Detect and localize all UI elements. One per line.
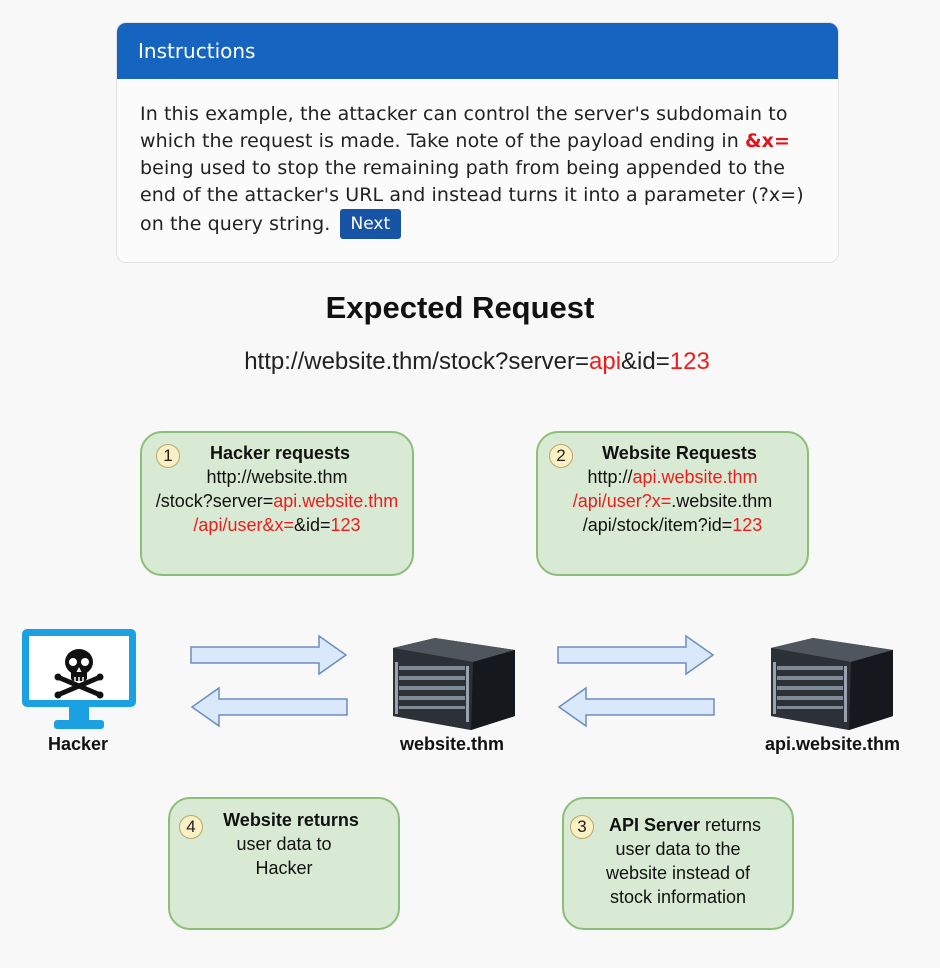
diagram-title: Expected Request xyxy=(325,290,595,325)
step1-line2-prefix: /stock?server= xyxy=(155,491,274,511)
step4-box: 4 Website returns user data to Hacker xyxy=(168,797,400,930)
payload-highlight: &x= xyxy=(745,130,791,152)
step2-line2-suffix: .website.thm xyxy=(671,491,773,511)
step3-line4: stock information xyxy=(609,887,747,907)
step1-number: 1 xyxy=(156,444,180,468)
arrow-left-icon xyxy=(557,686,715,728)
step3-line2: user data to the xyxy=(615,839,741,859)
step1-line3-red2: 123 xyxy=(330,515,361,535)
arrow-left-icon xyxy=(190,686,348,728)
step2-box: 2 Website Requests http://api.website.th… xyxy=(536,431,809,576)
skull-monitor-icon xyxy=(22,629,136,729)
step2-number: 2 xyxy=(549,444,573,468)
step4-title: Website returns xyxy=(223,810,359,830)
step1-line2: /stock?server=api.website.thm xyxy=(142,489,412,513)
arrow-right-icon xyxy=(190,634,348,676)
step3-title-suffix: returns xyxy=(700,815,762,835)
expected-url: http://website.thm/stock?server=api&id=1… xyxy=(0,348,940,376)
api-label: api.website.thm xyxy=(764,734,901,754)
step1-line3-red: /api/user&x= xyxy=(193,515,294,535)
step3-line3: website instead of xyxy=(605,863,751,883)
step2-line2-red: /api/user?x= xyxy=(572,491,672,511)
step1-line3: /api/user&x=&id=123 xyxy=(142,513,412,537)
step1-title: Hacker requests xyxy=(209,443,351,463)
step1-line3-middle: &id= xyxy=(293,515,331,535)
step2-line3-prefix: /api/stock/item?id= xyxy=(582,515,733,535)
step2-line3: /api/stock/item?id=123 xyxy=(538,513,807,537)
step1-line1: http://website.thm xyxy=(206,467,348,487)
instructions-card: Instructions In this example, the attack… xyxy=(116,22,839,263)
expected-url-prefix: http://website.thm/stock?server= xyxy=(244,348,590,375)
step1-box: 1 Hacker requests http://website.thm /st… xyxy=(140,431,414,576)
step2-line1-prefix: http:// xyxy=(587,467,633,487)
step2-line1-red: api.website.thm xyxy=(632,467,758,487)
step2-title: Website Requests xyxy=(602,443,757,463)
next-button[interactable]: Next xyxy=(339,209,402,239)
website-label: website.thm xyxy=(399,734,505,754)
step2-line1: http://api.website.thm xyxy=(538,465,807,489)
step4-line2: user data to xyxy=(236,834,332,854)
step3-box: 3 API Server returns user data to the we… xyxy=(562,797,794,930)
server-rack-icon xyxy=(393,638,515,730)
arrow-right-icon xyxy=(557,634,715,676)
step2-line3-red: 123 xyxy=(732,515,763,535)
step3-line1: API Server returns xyxy=(564,813,792,837)
step3-number: 3 xyxy=(570,815,594,839)
step4-number: 4 xyxy=(179,815,203,839)
step4-line3: Hacker xyxy=(255,858,313,878)
hacker-label: Hacker xyxy=(47,734,109,754)
instructions-text-1: In this example, the attacker can contro… xyxy=(140,103,788,152)
instructions-body: In this example, the attacker can contro… xyxy=(117,79,838,239)
instructions-text-2: being used to stop the remaining path fr… xyxy=(140,157,804,235)
server-rack-icon xyxy=(771,638,893,730)
expected-url-middle: &id= xyxy=(621,348,670,375)
step1-line2-red: api.website.thm xyxy=(273,491,399,511)
expected-url-server: api xyxy=(589,348,622,375)
step2-line2: /api/user?x=.website.thm xyxy=(538,489,807,513)
step3-title: API Server xyxy=(608,815,701,835)
expected-url-id: 123 xyxy=(669,348,710,375)
instructions-header: Instructions xyxy=(117,23,838,79)
